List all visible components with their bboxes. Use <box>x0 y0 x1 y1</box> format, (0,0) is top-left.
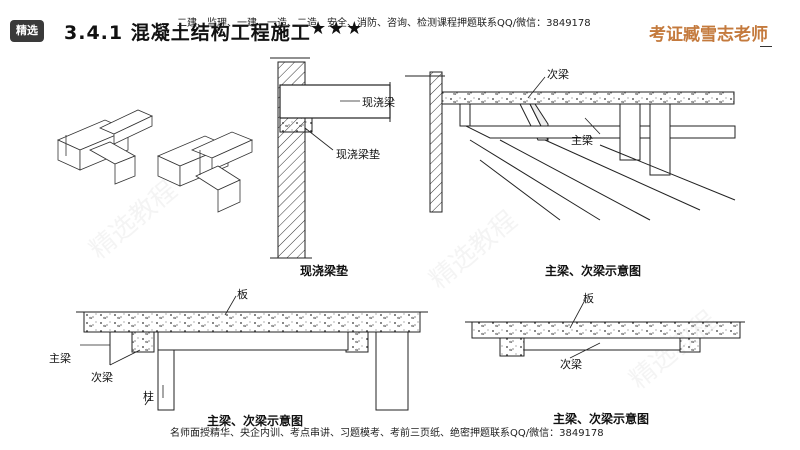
label-cast-beam: 现浇梁 <box>362 96 395 109</box>
main-secondary-beam-3d <box>405 71 736 221</box>
header-underline <box>760 46 772 47</box>
caption-beams-bottom-left: 主梁、次梁示意图 <box>207 414 304 428</box>
teacher-name: 考证臧雪志老师 <box>649 25 768 45</box>
section-badge: 精选 <box>10 20 44 42</box>
label-main-beam: 主梁 <box>571 134 593 147</box>
page-title: 3.4.1 混凝土结构工程施工 <box>64 22 311 44</box>
label-secondary-beam: 次梁 <box>91 371 113 384</box>
beam-section-right <box>465 299 745 359</box>
importance-stars: ★★★ <box>310 18 365 39</box>
caption-beams-top: 主梁、次梁示意图 <box>545 264 642 278</box>
label-column: 柱 <box>143 390 154 403</box>
beam-section-left <box>76 295 428 411</box>
label-secondary-beam: 次梁 <box>560 358 582 371</box>
top-contact-notice: 二建、监理、一建、一造、二造、安全、消防、咨询、检测课程押题联系QQ/微信：38… <box>177 18 591 29</box>
label-slab: 板 <box>583 292 594 305</box>
label-beam-pad: 现浇梁垫 <box>336 148 380 161</box>
label-secondary-beam: 次梁 <box>547 68 569 81</box>
bottom-contact-notice: 名师面授精华、央企内训、考点串讲、习题模考、考前三页纸、绝密押题联系QQ/微信：… <box>170 428 604 439</box>
label-main-beam: 主梁 <box>49 352 71 365</box>
beam-pad-diagram <box>270 57 391 259</box>
brick-joint-sketch-right <box>157 131 254 213</box>
caption-beams-bottom-right: 主梁、次梁示意图 <box>553 412 650 426</box>
caption-beam-pad: 现浇梁垫 <box>300 264 349 278</box>
brick-joint-sketch-left <box>57 109 153 185</box>
label-slab: 板 <box>237 288 248 301</box>
